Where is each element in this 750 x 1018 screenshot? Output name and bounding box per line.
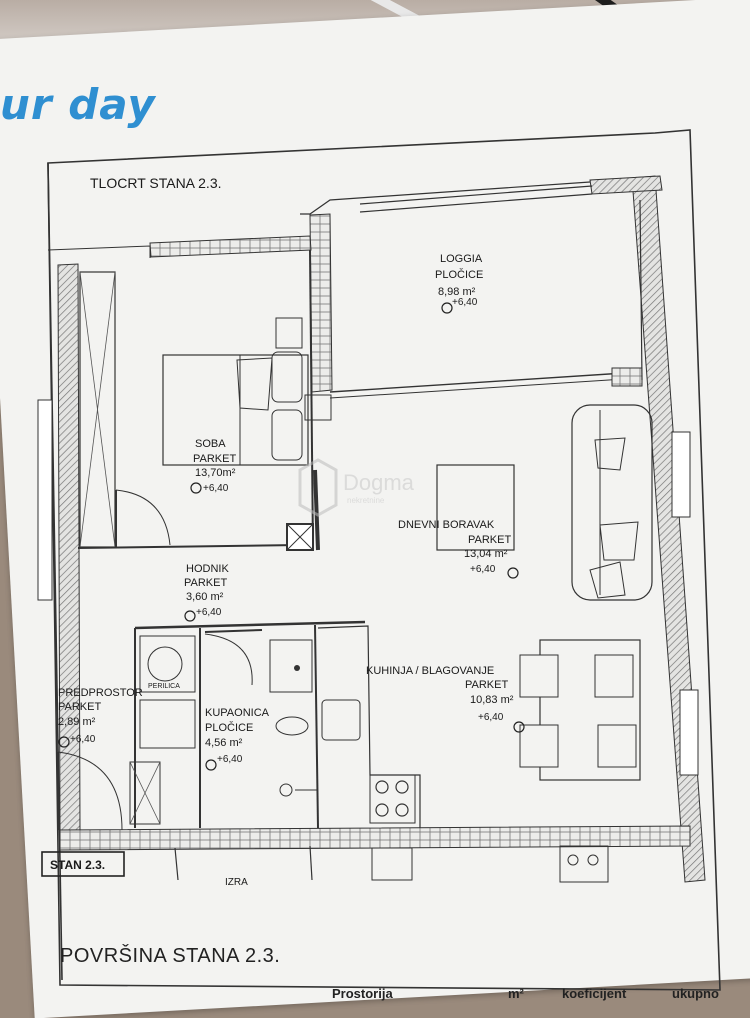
level-markers — [58, 302, 525, 771]
wall-bath-north — [134, 620, 366, 630]
soba-level: +6,40 — [203, 483, 229, 494]
brand-fragment: ur day — [0, 80, 156, 129]
drawing-frame — [47, 129, 721, 991]
hodnik-level: +6,40 — [196, 607, 222, 618]
kupaonica-floor: PLOČICE — [205, 721, 253, 734]
perilica-label: PERILICA — [148, 683, 180, 690]
kitchen-counter — [317, 625, 421, 828]
table-header-m2: m² — [508, 986, 524, 1001]
dnevni-level: +6,40 — [470, 564, 496, 575]
watermark-name: Dogma — [343, 470, 415, 495]
wardrobe — [79, 271, 116, 548]
wall-south — [59, 825, 691, 851]
wall-east — [631, 175, 706, 883]
wall-loggia-west — [309, 213, 333, 393]
predprostor-level: +6,40 — [70, 734, 96, 745]
kuhinja-name: KUHINJA / BLAGOVANJE — [366, 665, 494, 677]
predprostor-area: 2,89 m² — [58, 716, 96, 728]
loggia-level: +6,40 — [452, 297, 478, 308]
wall-loggia-north — [589, 175, 663, 195]
table-header-total: ukupno — [672, 986, 719, 1001]
soba-name: SOBA — [195, 438, 226, 450]
unit-tag-box — [41, 851, 125, 877]
cut-label: IZRA — [225, 877, 248, 888]
kuhinja-level: +6,40 — [478, 712, 504, 723]
hodnik-name: HODNIK — [186, 563, 229, 575]
predprostor-name: PREDPROSTOR — [58, 687, 143, 699]
coffee-table — [436, 464, 515, 551]
cooktop — [369, 774, 416, 824]
table-header-room: Prostorija — [332, 986, 393, 1001]
unit-tag: STAN 2.3. — [50, 858, 105, 872]
hodnik-floor: PARKET — [184, 577, 227, 589]
entrance-door-arc — [57, 751, 123, 831]
kupaonica-area: 4,56 m² — [205, 737, 243, 749]
summary-heading: POVRŠINA STANA 2.3. — [60, 945, 281, 967]
door-soba-arc — [115, 489, 171, 546]
door-bath-arc — [204, 633, 253, 686]
kupaonica-level: +6,40 — [217, 754, 243, 765]
hodnik-area: 3,60 m² — [186, 591, 224, 603]
soba-area: 13,70m² — [195, 467, 236, 479]
loggia-glass — [329, 371, 641, 393]
wall-soba-east — [309, 249, 314, 551]
kuhinja-area: 10,83 m² — [470, 694, 514, 706]
kuhinja-floor: PARKET — [465, 679, 508, 691]
sink — [269, 639, 313, 693]
watermark: Dogma nekretnine — [298, 458, 415, 517]
plan-title: TLOCRT STANA 2.3. — [90, 175, 222, 191]
dnevni-name: DNEVNI BORAVAK — [398, 519, 495, 531]
kupaonica-name: KUPAONICA — [205, 707, 270, 719]
watermark-sub: nekretnine — [347, 496, 385, 505]
dnevni-floor: PARKET — [468, 534, 511, 546]
washing-machine — [139, 635, 196, 693]
dnevni-area: 13,04 m² — [464, 548, 508, 560]
loggia-name: LOGGIA — [440, 253, 483, 265]
bed — [162, 354, 309, 466]
dining-table — [539, 639, 641, 781]
sofa — [571, 404, 653, 601]
loggia-area: 8,98 m² — [438, 286, 476, 298]
soba-floor: PARKET — [193, 453, 236, 465]
wall-west — [57, 263, 81, 831]
toilet — [275, 716, 309, 736]
table-header-coef: koeficijent — [562, 986, 627, 1001]
predprostor-floor: PARKET — [58, 701, 101, 713]
loggia-floor: PLOČICE — [435, 268, 483, 281]
wall-north-soba — [149, 235, 312, 258]
